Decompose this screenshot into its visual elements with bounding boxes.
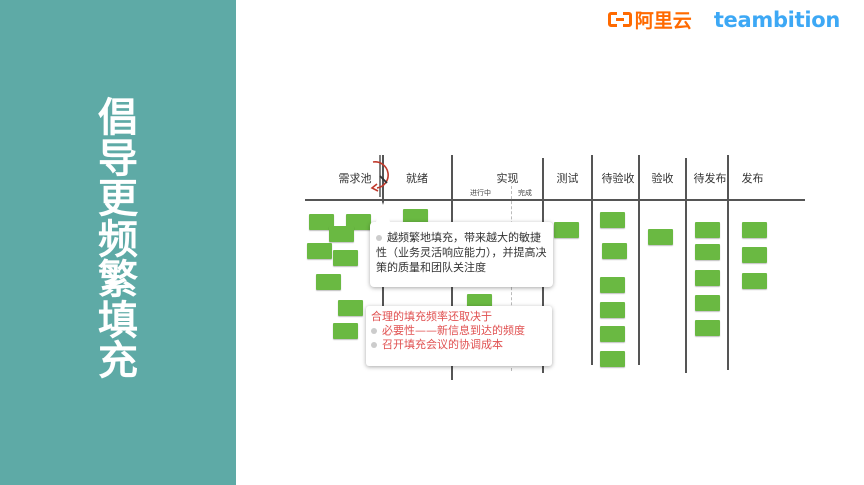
- factor-item: 召开填充会议的协调成本: [371, 338, 547, 352]
- task-card[interactable]: [742, 222, 767, 238]
- task-card[interactable]: [742, 273, 767, 289]
- task-card[interactable]: [648, 229, 673, 245]
- bullet-icon: [376, 235, 382, 241]
- subheader-in-progress: 进行中: [470, 189, 491, 197]
- column-divider: [685, 158, 687, 373]
- column-header-implement: 实现: [496, 172, 519, 185]
- task-card[interactable]: [695, 222, 720, 238]
- task-card[interactable]: [600, 302, 625, 318]
- task-card[interactable]: [329, 226, 354, 242]
- task-card[interactable]: [695, 244, 720, 260]
- task-card[interactable]: [307, 243, 332, 259]
- task-card[interactable]: [742, 247, 767, 263]
- bullet-icon: [371, 328, 377, 334]
- task-card[interactable]: [600, 277, 625, 293]
- factor-text: 必要性——新信息到达的频度: [382, 324, 525, 337]
- task-card[interactable]: [316, 274, 341, 290]
- column-header-backlog: 需求池: [338, 172, 372, 185]
- column-header-test: 测试: [556, 172, 579, 185]
- task-card[interactable]: [338, 300, 363, 316]
- teambition-logo: teambition: [713, 7, 840, 32]
- factors-title: 合理的填充频率还取决于: [371, 310, 492, 323]
- column-header-awaiting-acceptance: 待验收: [601, 172, 635, 185]
- task-card[interactable]: [600, 212, 625, 228]
- brand-logos: 阿里云 teambition: [607, 6, 840, 33]
- alibaba-cloud-logo: 阿里云: [607, 6, 692, 33]
- benefit-callout: 越频繁地填充，带来越大的敏捷性（业务灵活响应能力），并提高决策的质量和团队关注度: [370, 202, 553, 287]
- task-card[interactable]: [309, 214, 334, 230]
- column-divider: [727, 155, 729, 370]
- alibaba-cloud-text: 阿里云: [634, 10, 692, 32]
- task-card[interactable]: [602, 243, 627, 259]
- clock-refresh-icon: [370, 155, 389, 197]
- column-header-release: 发布: [741, 172, 764, 185]
- factor-text: 召开填充会议的协调成本: [382, 338, 503, 351]
- task-card[interactable]: [600, 326, 625, 342]
- task-card[interactable]: [333, 323, 358, 339]
- board-header-divider: [305, 199, 805, 201]
- column-header-ready: 就绪: [406, 172, 428, 185]
- subheader-done: 完成: [518, 189, 532, 197]
- factor-item: 必要性——新信息到达的频度: [371, 324, 547, 338]
- task-card[interactable]: [695, 295, 720, 311]
- slide-title: 倡导更频繁填充: [98, 95, 138, 384]
- sidebar-panel: 倡导更频繁填充: [0, 0, 236, 485]
- column-divider: [638, 155, 640, 365]
- task-card[interactable]: [695, 270, 720, 286]
- bullet-icon: [371, 342, 377, 348]
- task-card[interactable]: [403, 209, 428, 225]
- alibaba-cloud-icon: [607, 11, 632, 28]
- column-header-acceptance: 验收: [651, 172, 674, 185]
- task-card[interactable]: [600, 351, 625, 367]
- column-divider: [591, 155, 593, 365]
- task-card[interactable]: [554, 222, 579, 238]
- benefit-text: 越频繁地填充，带来越大的敏捷性（业务灵活响应能力），并提高决策的质量和团队关注度: [376, 231, 547, 274]
- task-card[interactable]: [695, 320, 720, 336]
- column-header-awaiting-release: 待发布: [693, 172, 727, 185]
- frequency-factors-callout: 合理的填充频率还取决于 必要性——新信息到达的频度 召开填充会议的协调成本: [366, 306, 552, 366]
- task-card[interactable]: [333, 250, 358, 266]
